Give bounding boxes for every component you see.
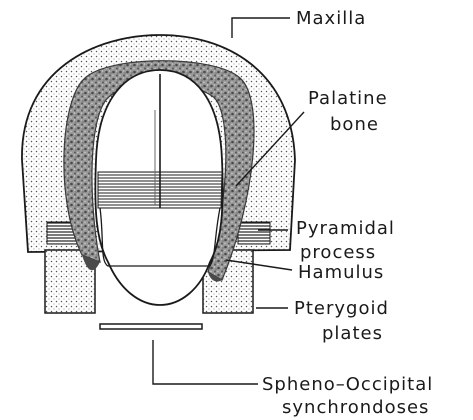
spheno-occipital-bar [100, 324, 202, 329]
hamulus-label: Hamulus [298, 262, 384, 283]
spheno-label-line1: Spheno–Occipital [262, 374, 433, 395]
palatine-label-line1: Palatine [308, 88, 388, 109]
pyramidal-label-line2: process [300, 242, 376, 263]
spheno-leader [153, 340, 258, 384]
maxilla-leader [232, 18, 290, 38]
pterygoid-label-line1: Pterygoid [294, 298, 389, 319]
palatine-label-line2: bone [330, 114, 379, 135]
pyramidal-label-line1: Pyramidal [296, 218, 395, 239]
spheno-label-line2: synchrondoses [282, 397, 429, 418]
maxilla-label: Maxilla [296, 8, 366, 29]
pyramidal-process-right [238, 222, 270, 244]
pterygoid-label-line2: plates [322, 323, 383, 344]
